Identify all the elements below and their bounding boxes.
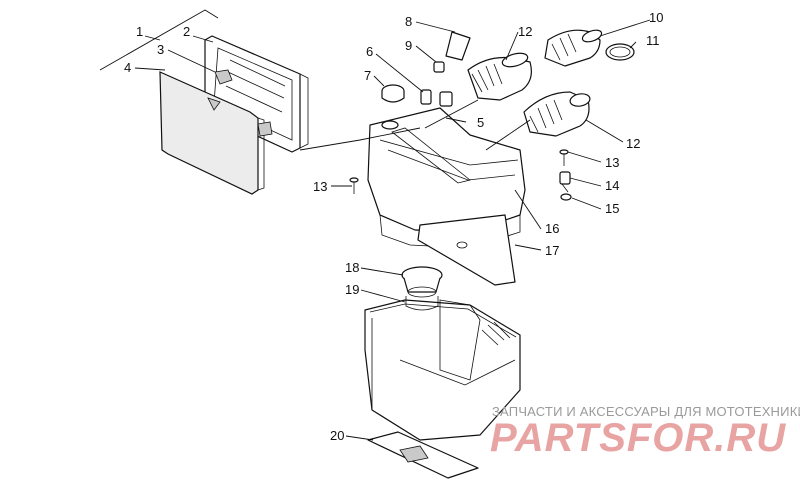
screw-part-13-right [559,149,569,166]
cover-plate-part-17 [417,214,516,286]
intake-boot-part-12-upper [467,52,532,101]
watermark-caption: ЗАПЧАСТИ И АКСЕССУАРЫ ДЛЯ МОТОТЕХНИКИ [492,404,800,419]
callout-5: 5 [477,115,484,130]
callout-15: 15 [605,201,619,216]
callout-10: 10 [649,10,663,25]
clip-part-9 [433,61,445,73]
breather-tube-part-8 [445,31,471,61]
hose-clamp-part-11 [605,43,635,61]
pad-part-20 [367,431,479,479]
callout-1-bracket [99,9,219,71]
watermark-logo: PARTSFOR.RU [490,416,787,460]
callout-13-right: 13 [605,155,619,170]
callout-13-left: 13 [313,179,327,194]
callout-8: 8 [405,14,412,29]
airbox-housing-part-19 [364,299,521,441]
callout-19: 19 [345,282,359,297]
sensor-part-14 [559,171,571,193]
grommet-part-7 [381,84,405,103]
callout-labels: 1 2 3 4 5 6 7 8 9 10 11 12 12 13 13 14 1… [124,10,663,443]
callout-4: 4 [124,60,131,75]
callout-9: 9 [405,38,412,53]
callout-12-upper: 12 [518,24,532,39]
callout-1: 1 [136,24,143,39]
callout-18: 18 [345,260,359,275]
callout-14: 14 [605,178,619,193]
leader-lines [134,19,651,441]
foam-filter-part-4 [159,71,273,195]
airbox-cover-part-16 [367,107,526,249]
intake-boot-part-12-lower [523,91,591,137]
callout-3: 3 [157,42,164,57]
callout-6: 6 [366,44,373,59]
velocity-stack-part-18 [401,266,443,311]
washer-part-15 [560,193,572,201]
callout-11: 11 [646,33,660,48]
fitting-part-6 [420,89,453,107]
callout-12-lower: 12 [626,136,640,151]
callout-20: 20 [330,428,344,443]
screw-part-13-left [349,177,359,194]
callout-17: 17 [545,243,559,258]
callout-2: 2 [183,24,190,39]
callout-7: 7 [364,68,371,83]
intake-boot-part-10 [544,29,603,67]
callout-16: 16 [545,221,559,236]
